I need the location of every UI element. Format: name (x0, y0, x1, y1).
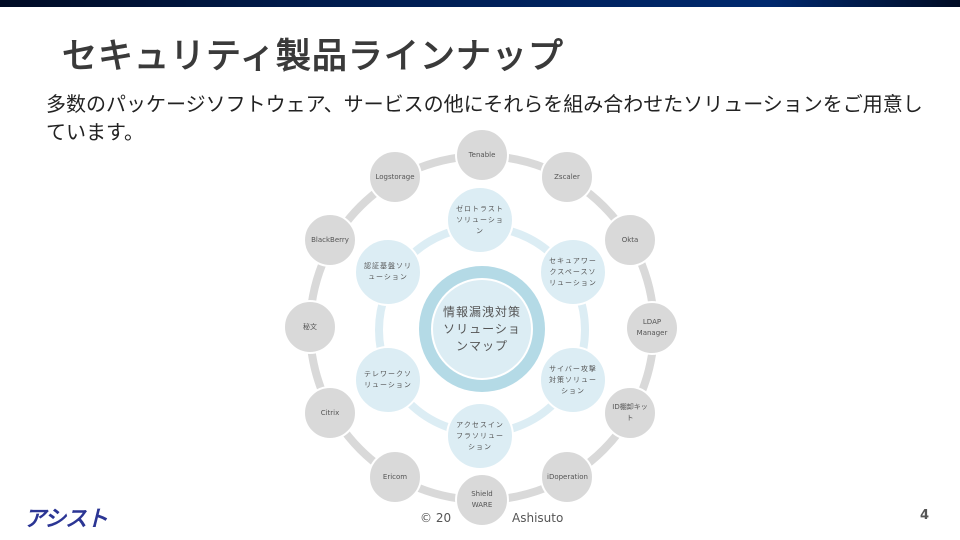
product-label: BlackBerry (311, 235, 349, 244)
solution-label: テレワークソリューション (364, 370, 412, 389)
product-node: LDAP Manager (625, 301, 679, 355)
product-label: Ericom (382, 472, 408, 481)
product-node: 秘文 (283, 300, 337, 354)
center-label: 情報漏洩対策ソリューションマップ (442, 304, 521, 353)
product-label: 秘文 (303, 322, 317, 331)
product-label: Shield WARE (471, 490, 493, 509)
product-node: Citrix (303, 386, 357, 440)
description: 多数のパッケージソフトウェア、サービスの他にそれらを組み合わせたソリューションを… (46, 92, 923, 144)
product-node: Tenable (455, 128, 509, 182)
top-bar (0, 0, 960, 7)
product-label: Tenable (468, 150, 496, 159)
product-label: Zscaler (554, 172, 580, 181)
solution-label: ゼロトラストソリューション (456, 204, 504, 235)
product-node: Zscaler (540, 150, 594, 204)
page-number: 4 (920, 508, 930, 523)
product-label: Logstorage (375, 172, 415, 181)
product-node: Okta (603, 213, 657, 267)
center-solution-map: 情報漏洩対策ソリューションマップ (419, 266, 545, 392)
solution-node: アクセスインフラソリューション (446, 402, 514, 470)
product-label: ID棚卸キット (612, 403, 648, 422)
product-label: Okta (621, 235, 639, 244)
solution-node: セキュアワークスペースソリューション (539, 238, 607, 306)
copyright: © 20 (420, 511, 452, 525)
product-node: ID棚卸キット (603, 386, 657, 440)
solution-label: 認証基盤ソリューション (364, 262, 412, 281)
product-label: Citrix (320, 408, 340, 417)
product-label: LDAP Manager (636, 318, 668, 337)
copyright-owner: Ashisuto (512, 511, 564, 525)
solution-label: サイバー攻撃対策ソリューション (549, 364, 597, 395)
solution-node: サイバー攻撃対策ソリューション (539, 346, 607, 414)
solution-node: テレワークソリューション (354, 346, 422, 414)
product-label: iDoperation (547, 472, 588, 481)
product-node: Shield WARE (455, 473, 509, 527)
solution-node: ゼロトラストソリューション (446, 186, 514, 254)
company-logo: アシスト (24, 507, 108, 532)
solution-label: セキュアワークスペースソリューション (549, 256, 597, 287)
page-title: セキュリティ製品ラインナップ (62, 37, 564, 77)
solution-node: 認証基盤ソリューション (354, 238, 422, 306)
solution-label: アクセスインフラソリューション (456, 420, 504, 451)
product-node: Logstorage (368, 150, 422, 204)
product-node: Ericom (368, 450, 422, 504)
product-node: BlackBerry (303, 213, 357, 267)
product-node: iDoperation (540, 450, 594, 504)
